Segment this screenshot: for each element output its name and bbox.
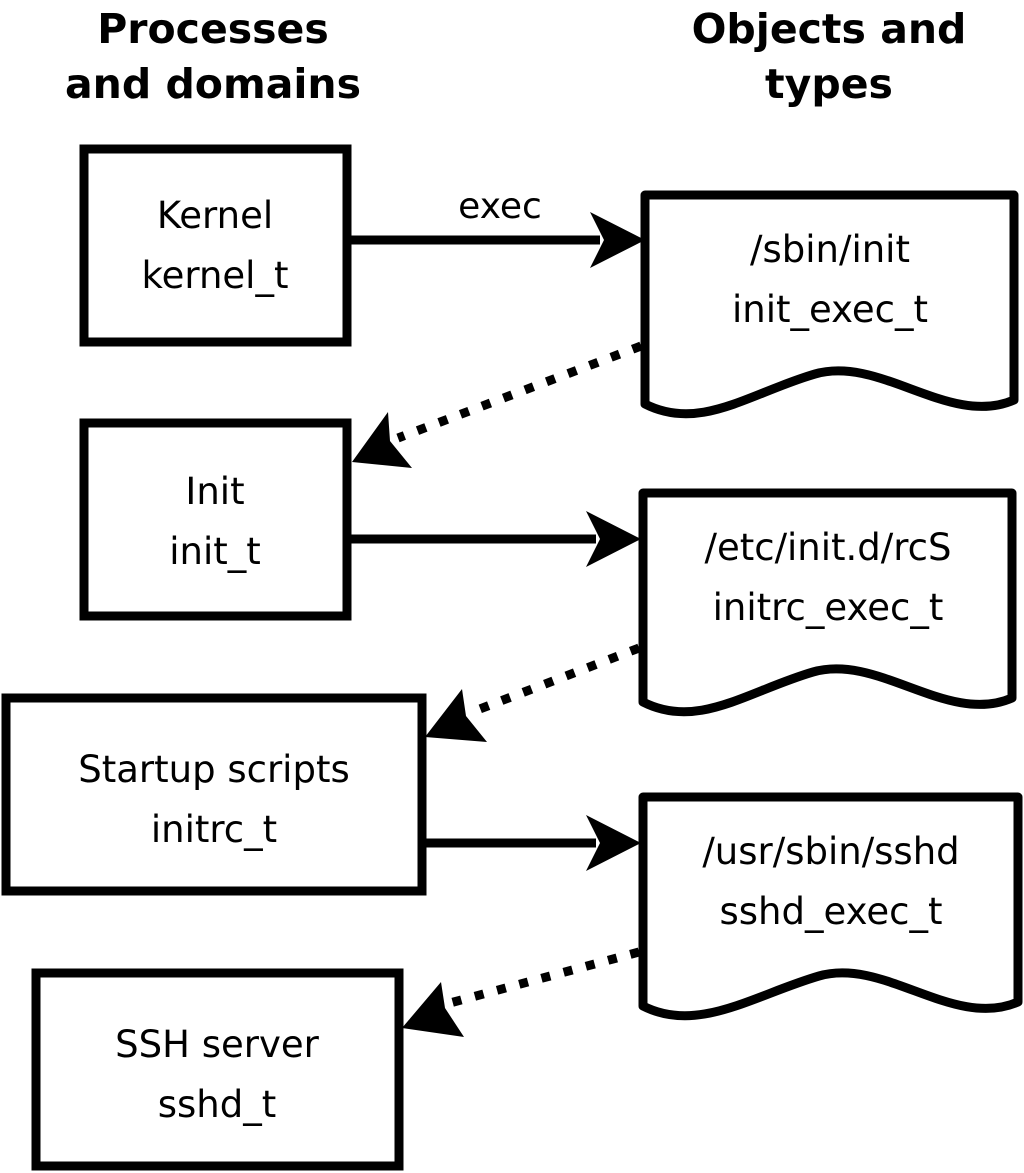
- object-node-sshd-exec[interactable]: /usr/sbin/sshd sshd_exec_t: [638, 792, 1023, 1021]
- edge-line: [396, 341, 643, 443]
- object-node-initrc-exec[interactable]: /etc/init.d/rcS initrc_exec_t: [638, 488, 1017, 717]
- right-heading-line1: Objects and: [692, 5, 967, 53]
- node-label-line1: Startup scripts: [78, 748, 349, 791]
- node-label-line2: sshd_exec_t: [720, 890, 943, 933]
- node-box: [31, 968, 404, 1171]
- edge-kernel-to-init-exec: exec: [350, 186, 645, 268]
- node-label-line2: kernel_t: [142, 254, 289, 297]
- left-heading-line2: and domains: [65, 60, 361, 108]
- arrow-head-right: [586, 511, 641, 567]
- process-node-ssh-server[interactable]: SSH server sshd_t: [31, 968, 404, 1171]
- node-label-line2: initrc_exec_t: [713, 586, 944, 629]
- arrow-head-right: [590, 212, 645, 268]
- edge-label-exec: exec: [458, 186, 542, 227]
- edge-initrc-to-sshd-exec: [425, 815, 641, 871]
- arrow-head-right: [586, 815, 641, 871]
- node-label-line1: Kernel: [157, 194, 273, 237]
- node-document-shape: [638, 792, 1023, 1021]
- node-document-shape: [640, 190, 1019, 419]
- process-node-startup-scripts[interactable]: Startup scripts initrc_t: [1, 693, 427, 896]
- node-label-line2: sshd_t: [158, 1083, 277, 1126]
- left-column-heading: Processes and domains: [65, 5, 361, 108]
- edge-initrc-exec-to-initrc: [425, 643, 641, 742]
- node-box: [1, 693, 427, 896]
- arrow-head-left: [352, 412, 412, 468]
- node-label-line1: /sbin/init: [750, 228, 910, 271]
- node-label-line1: /etc/init.d/rcS: [704, 526, 951, 569]
- edge-line: [470, 643, 641, 717]
- node-label-line1: Init: [185, 470, 244, 513]
- edge-init-exec-to-init: [352, 341, 643, 468]
- edge-init-to-initrc-exec: [350, 511, 641, 567]
- process-node-init[interactable]: Init init_t: [79, 418, 352, 621]
- edge-sshd-exec-to-sshd: [402, 947, 641, 1037]
- node-box: [79, 418, 352, 621]
- node-label-line2: init_t: [169, 530, 261, 573]
- node-box: [79, 144, 352, 347]
- right-heading-line2: types: [765, 60, 893, 108]
- node-document-shape: [638, 488, 1017, 717]
- node-label-line1: /usr/sbin/sshd: [702, 830, 959, 873]
- node-label-line2: initrc_t: [151, 808, 277, 851]
- right-column-heading: Objects and types: [692, 5, 967, 108]
- left-heading-line1: Processes: [97, 5, 329, 53]
- arrow-head-left: [425, 689, 487, 742]
- object-node-init-exec[interactable]: /sbin/init init_exec_t: [640, 190, 1019, 419]
- edge-line: [448, 947, 641, 1008]
- node-label-line1: SSH server: [115, 1023, 319, 1066]
- process-node-kernel[interactable]: Kernel kernel_t: [79, 144, 352, 347]
- arrow-head-left: [402, 982, 464, 1037]
- node-label-line2: init_exec_t: [732, 288, 928, 331]
